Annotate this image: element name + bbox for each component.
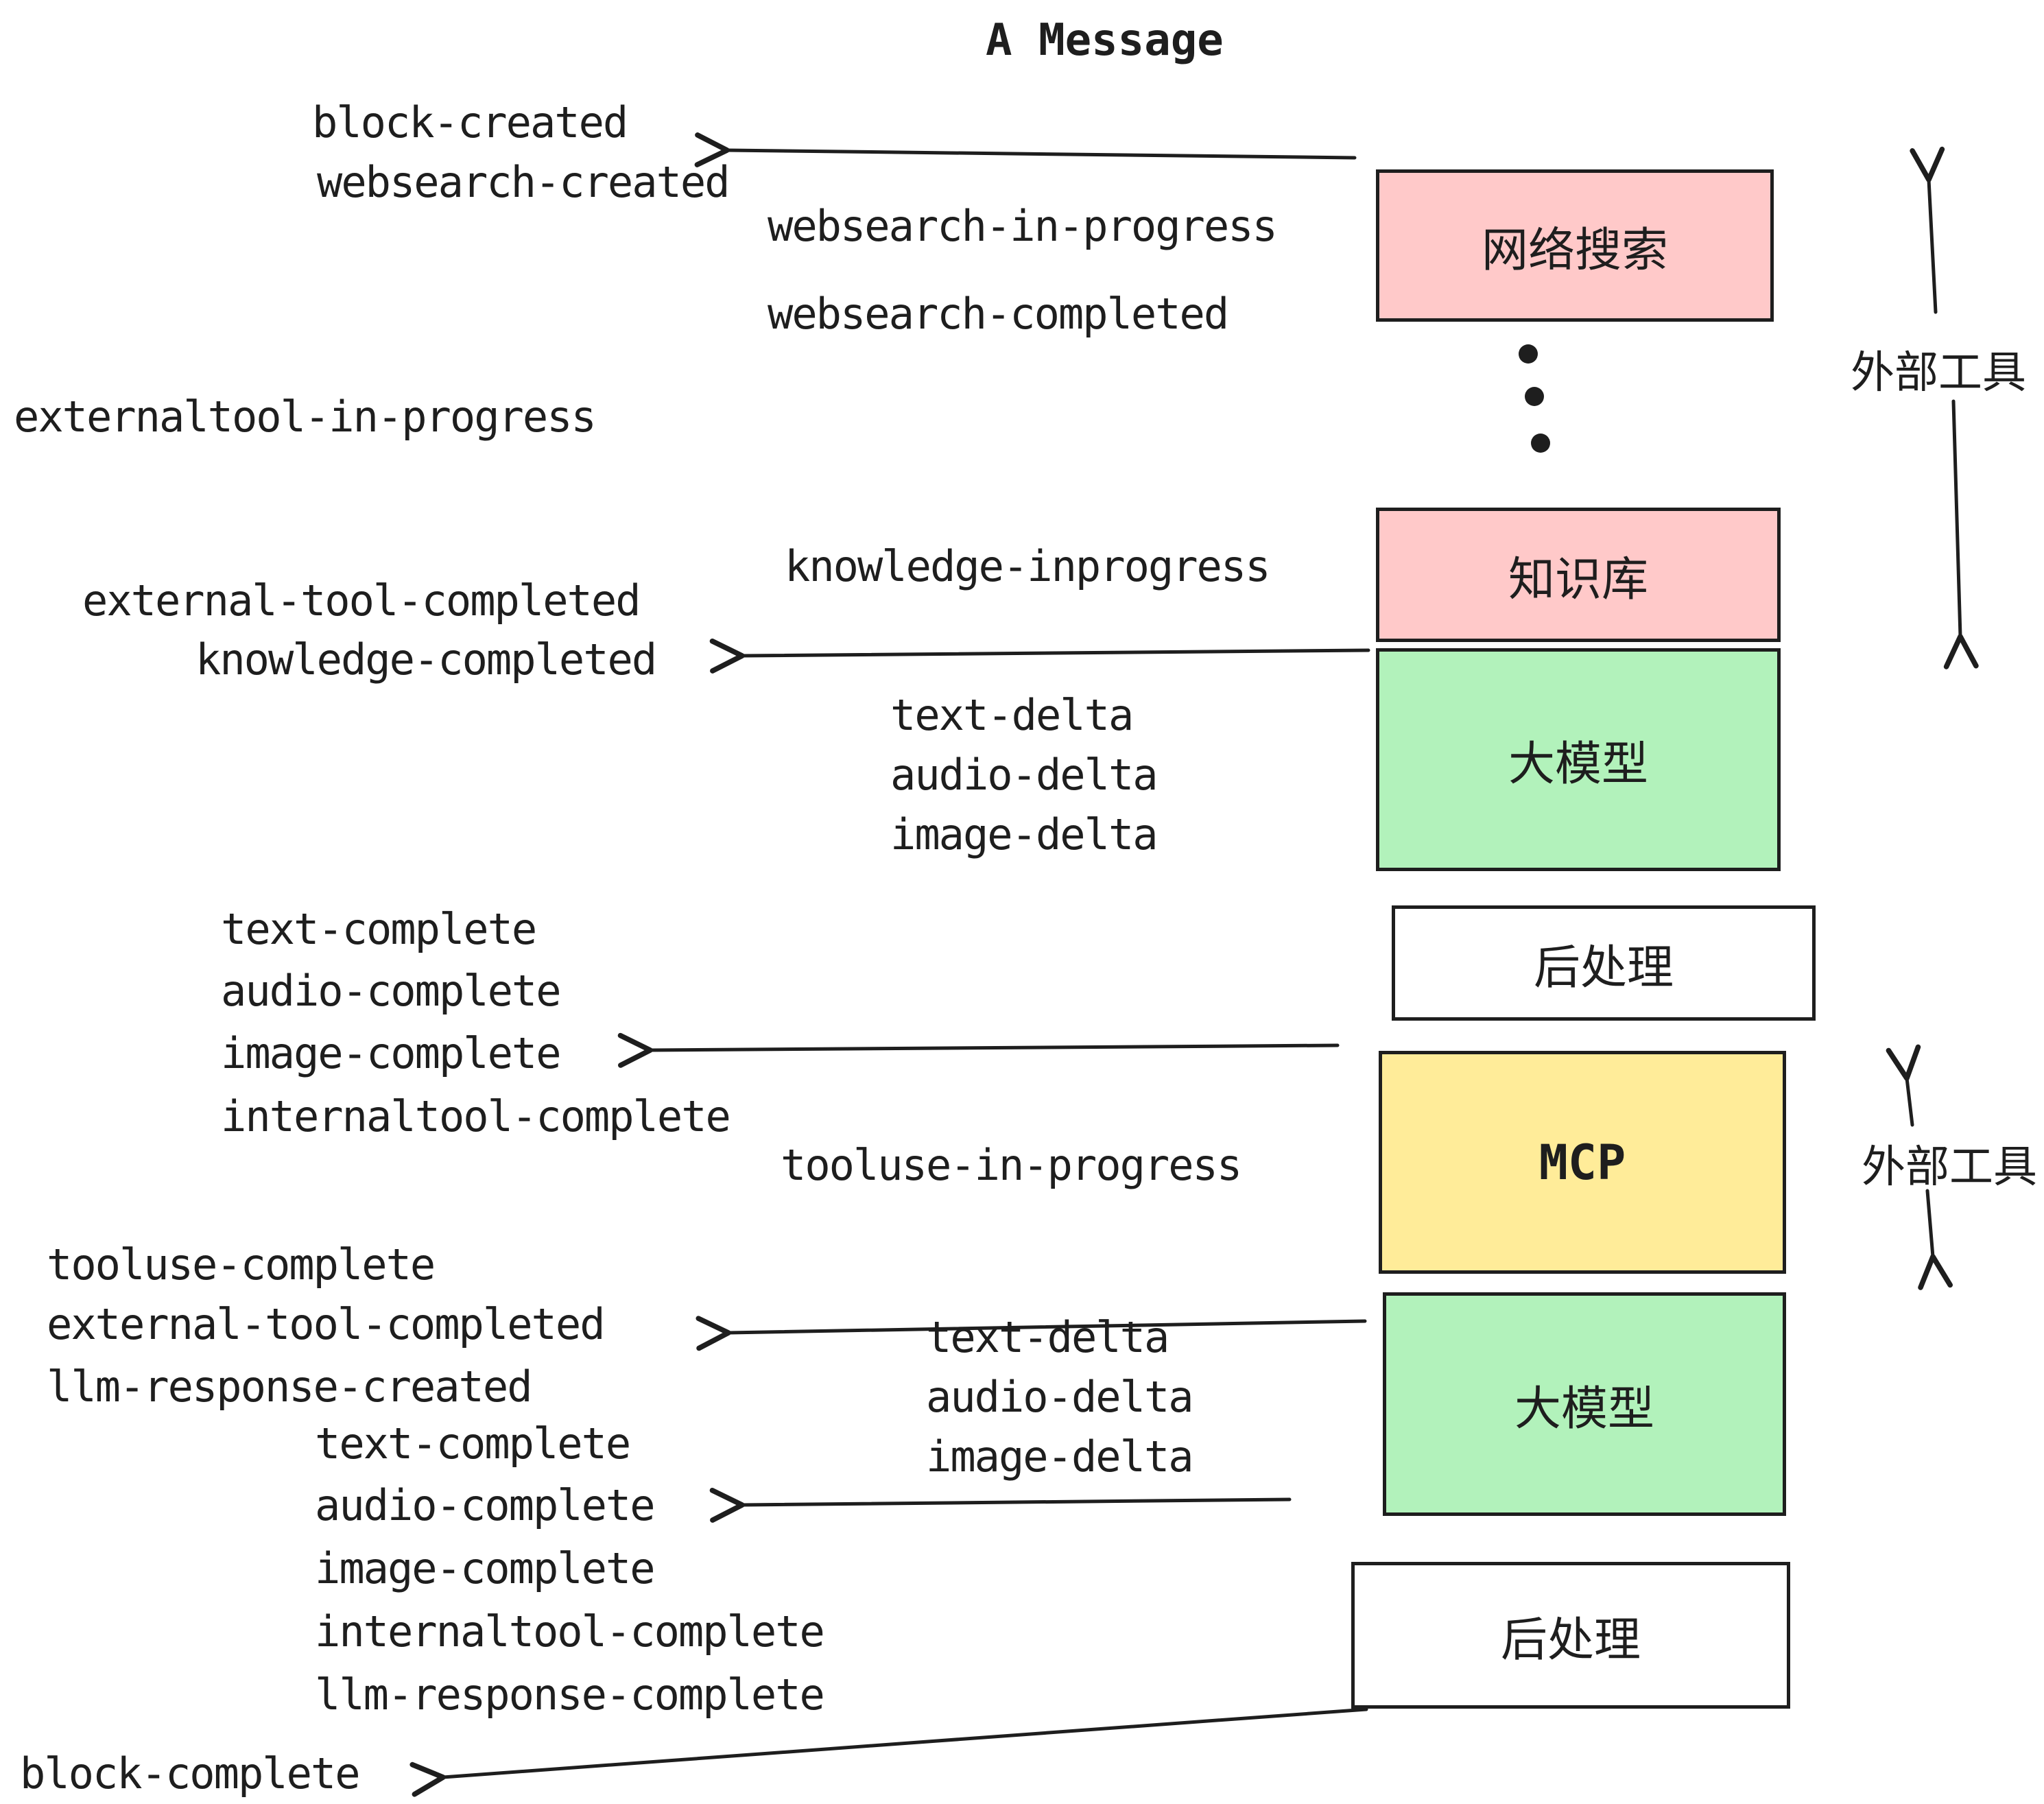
event-label-internaltool-complete-2: internaltool-complete bbox=[315, 1606, 825, 1657]
llm-box-1: 大模型 bbox=[1376, 648, 1781, 871]
ellipsis-dots bbox=[1519, 344, 1550, 453]
llm-box-2-label: 大模型 bbox=[1514, 1381, 1654, 1436]
event-label-external-tool-completed: external-tool-completed bbox=[82, 575, 641, 626]
event-label-text-delta-1: text-delta bbox=[890, 690, 1134, 740]
llm-box-2: 大模型 bbox=[1383, 1292, 1786, 1516]
mcp-box: MCP bbox=[1379, 1051, 1786, 1274]
event-label-image-complete-2: image-complete bbox=[315, 1543, 656, 1593]
event-label-text-complete-2: text-complete bbox=[315, 1419, 631, 1469]
arrow-image-complete bbox=[617, 1032, 1340, 1068]
event-label-websearch-created: websearch-created bbox=[317, 157, 730, 207]
postprocess-box-1: 后处理 bbox=[1392, 905, 1816, 1021]
arrow-audio-complete bbox=[709, 1487, 1292, 1523]
postprocess-box-2: 后处理 bbox=[1351, 1562, 1790, 1709]
external-tools-label-mid: 外部工具 bbox=[1862, 1142, 2037, 1193]
event-label-knowledge-completed: knowledge-completed bbox=[195, 634, 657, 685]
postprocess-box-1-label: 后处理 bbox=[1533, 940, 1674, 995]
event-label-llm-response-complete: llm-response-complete bbox=[315, 1670, 825, 1720]
knowledge-box-label: 知识库 bbox=[1508, 552, 1648, 607]
event-label-external-tool-completed-2: external-tool-completed bbox=[47, 1299, 606, 1349]
knowledge-box: 知识库 bbox=[1376, 508, 1781, 642]
event-label-tooluse-in-progress: tooluse-in-progress bbox=[781, 1140, 1242, 1190]
event-label-audio-complete-1: audio-complete bbox=[221, 966, 562, 1016]
event-label-image-delta-2: image-delta bbox=[926, 1432, 1194, 1482]
event-label-text-complete-1: text-complete bbox=[221, 904, 537, 954]
llm-box-1-label: 大模型 bbox=[1508, 737, 1648, 792]
event-label-llm-response-created: llm-response-created bbox=[47, 1362, 533, 1412]
arrow-external-tools-top-down bbox=[1943, 399, 1979, 669]
postprocess-box-2-label: 后处理 bbox=[1500, 1613, 1641, 1667]
event-label-internaltool-complete-1: internaltool-complete bbox=[221, 1091, 731, 1141]
ellipsis-dot-1 bbox=[1519, 344, 1538, 364]
event-label-block-created: block-created bbox=[312, 97, 628, 147]
event-label-websearch-in-progress: websearch-in-progress bbox=[768, 201, 1278, 251]
event-label-knowledge-inprogress: knowledge-inprogress bbox=[785, 541, 1271, 591]
external-tools-label-top: 外部工具 bbox=[1851, 348, 2026, 399]
event-label-audio-complete-2: audio-complete bbox=[315, 1480, 656, 1530]
arrow-external-tools-mid-down bbox=[1918, 1189, 1953, 1290]
websearch-box-label: 网络搜索 bbox=[1481, 223, 1668, 278]
event-label-image-complete-1: image-complete bbox=[221, 1028, 562, 1078]
diagram-title: A Message bbox=[986, 15, 1224, 66]
event-label-websearch-completed: websearch-completed bbox=[768, 289, 1229, 339]
arrow-knowledge-completed bbox=[709, 638, 1370, 674]
event-label-tooluse-complete: tooluse-complete bbox=[47, 1239, 436, 1290]
ellipsis-dot-2 bbox=[1525, 387, 1544, 406]
arrow-external-tools-top-up bbox=[1910, 146, 1945, 314]
arrow-block-created bbox=[694, 132, 1357, 167]
arrow-external-tools-mid-up bbox=[1886, 1044, 1921, 1127]
ellipsis-dot-3 bbox=[1531, 434, 1550, 453]
event-label-image-delta-1: image-delta bbox=[890, 809, 1158, 859]
event-label-audio-delta-2: audio-delta bbox=[926, 1372, 1194, 1422]
event-label-externaltool-in-progress: externaltool-in-progress bbox=[14, 392, 597, 442]
mcp-box-label: MCP bbox=[1538, 1134, 1626, 1191]
event-label-block-complete: block-complete bbox=[20, 1748, 361, 1799]
websearch-box: 网络搜索 bbox=[1376, 169, 1774, 322]
event-label-audio-delta-1: audio-delta bbox=[890, 750, 1158, 800]
event-label-text-delta-2: text-delta bbox=[926, 1312, 1169, 1362]
